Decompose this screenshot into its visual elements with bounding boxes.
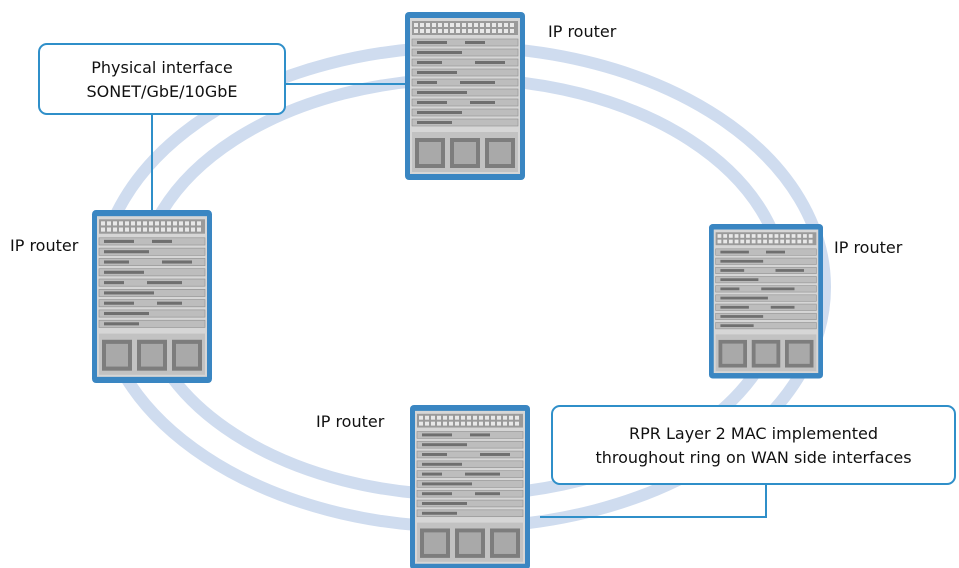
rpr-callout: RPR Layer 2 MAC implemented throughout r… <box>551 405 956 485</box>
rpr-callout-line2: throughout ring on WAN side interfaces <box>595 448 912 467</box>
physical-interface-line2: SONET/GbE/10GbE <box>86 82 238 101</box>
physical-interface-line1: Physical interface <box>91 58 233 77</box>
router-left <box>91 209 213 384</box>
rpr-connector <box>540 484 767 518</box>
router-label-top: IP router <box>548 22 617 41</box>
router-label-right: IP router <box>834 238 903 257</box>
router-bottom <box>409 404 531 568</box>
physical-interface-callout: Physical interface SONET/GbE/10GbE <box>38 43 286 115</box>
router-top <box>404 11 526 181</box>
rpr-callout-line1: RPR Layer 2 MAC implemented <box>629 424 878 443</box>
router-label-bottom: IP router <box>316 412 385 431</box>
router-right <box>708 223 824 380</box>
router-label-left: IP router <box>10 236 79 255</box>
